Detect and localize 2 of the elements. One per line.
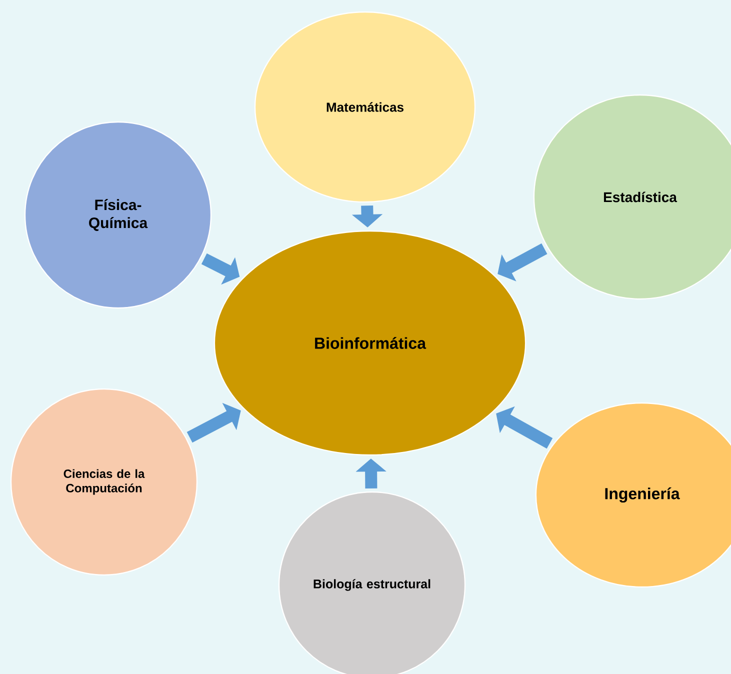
block-arrow <box>186 402 241 443</box>
block-arrow <box>498 243 548 282</box>
